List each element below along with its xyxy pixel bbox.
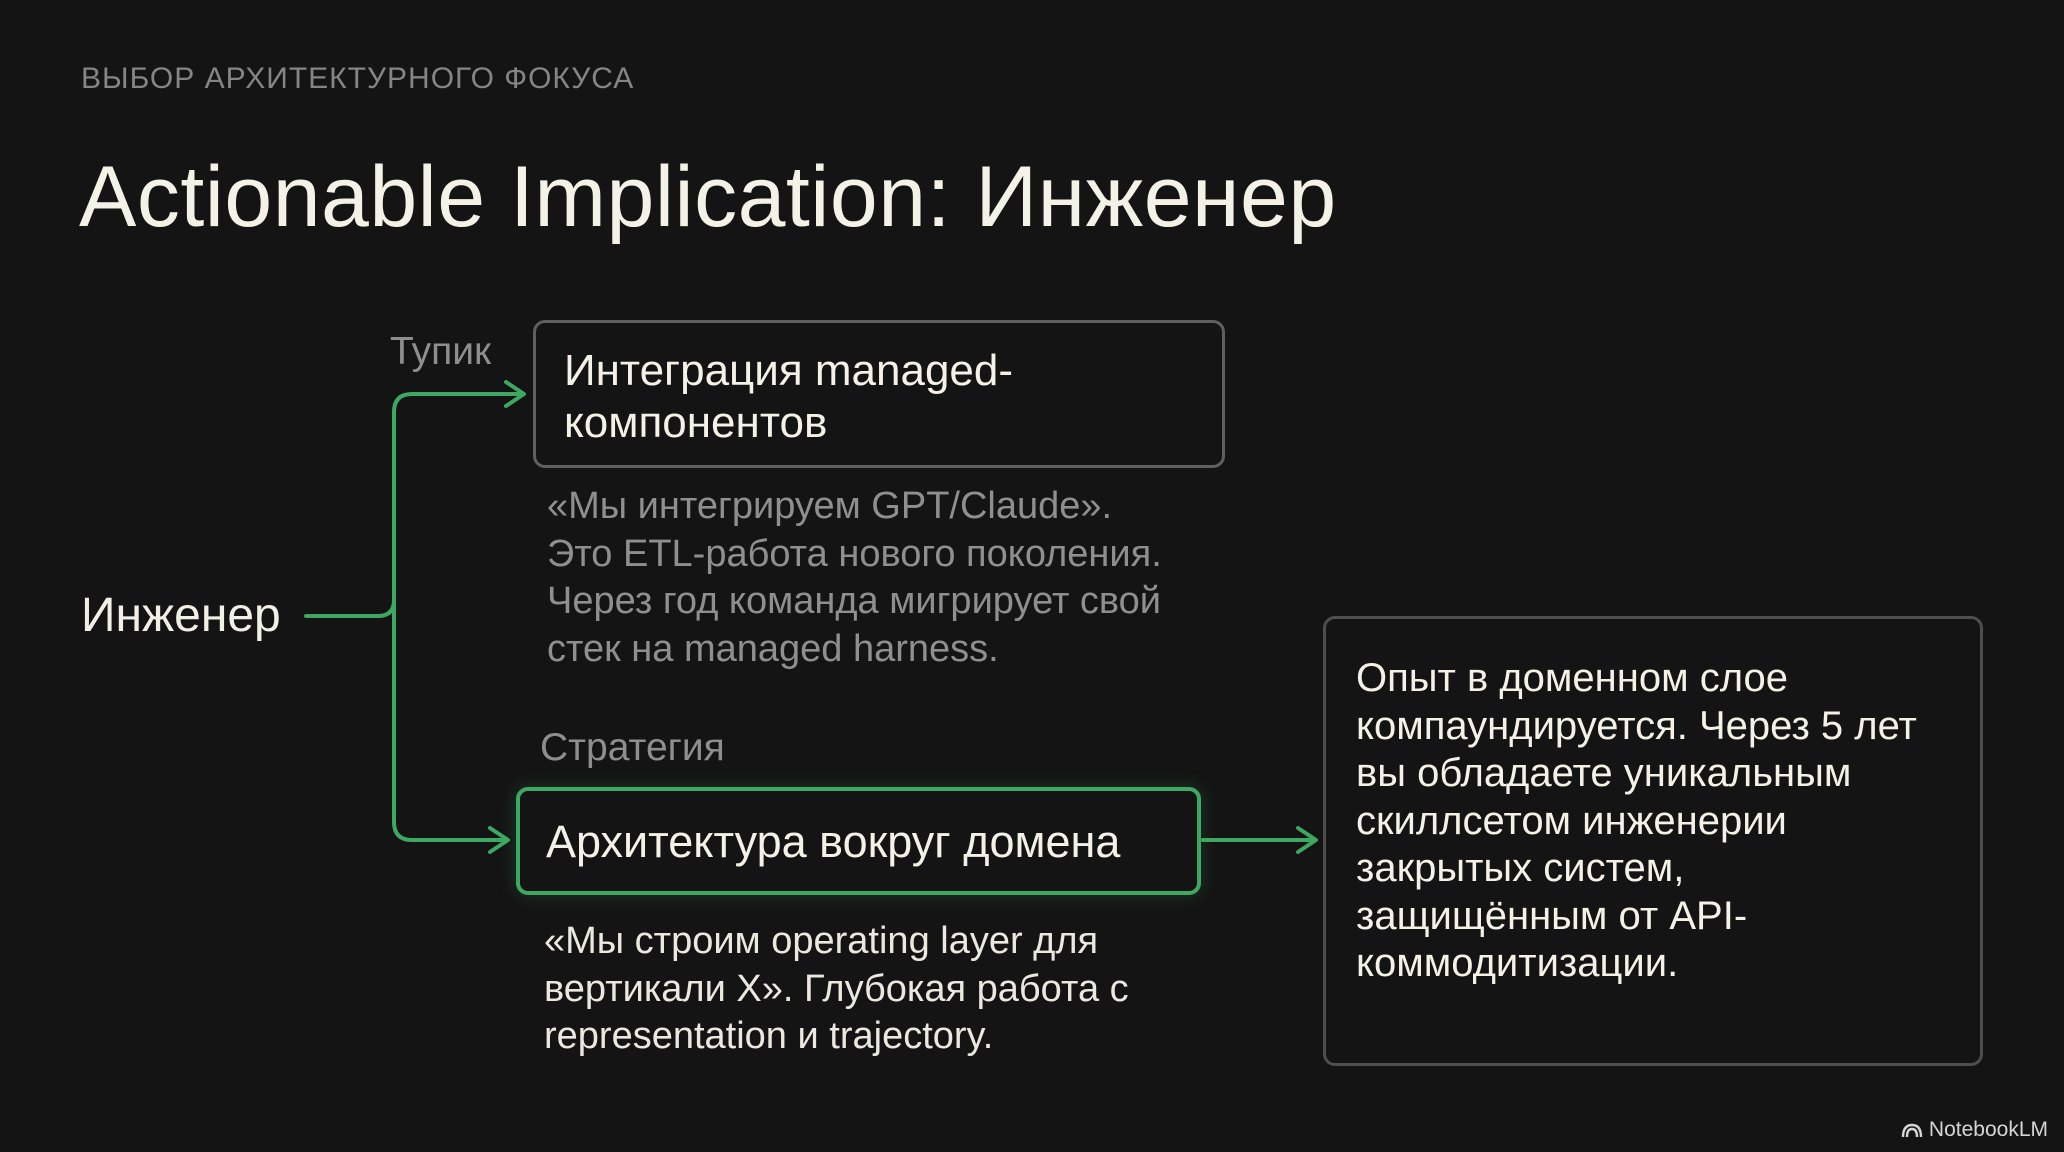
strategy-box: Архитектура вокруг домена — [516, 787, 1201, 895]
slide-title: Actionable Implication: Инженер — [79, 149, 1337, 245]
strategy-box-text: Архитектура вокруг домена — [546, 816, 1121, 867]
root-connector — [304, 598, 396, 618]
notebooklm-logo-icon — [1901, 1123, 1923, 1138]
branch-label-strategy: Стратегия — [540, 726, 725, 769]
outcome-arrowhead — [1296, 826, 1318, 854]
deadend-box-text: Интеграция managed- компонентов — [564, 346, 1014, 447]
slide-eyebrow: ВЫБОР АРХИТЕКТУРНОГО ФОКУСА — [81, 62, 635, 95]
outcome-box-text: Опыт в доменном слое компаундируется. Че… — [1356, 656, 1917, 985]
branch-up-arrowhead — [504, 380, 526, 408]
branch-up-connector — [392, 392, 522, 634]
branch-down-arrowhead — [488, 826, 510, 854]
deadend-description: «Мы интегрируем GPT/Claude». Это ETL-раб… — [547, 485, 1162, 670]
branding-name: NotebookLM — [1928, 1118, 2048, 1141]
root-node-engineer: Инженер — [81, 589, 281, 642]
strategy-description: «Мы строим operating layer для вертикали… — [544, 920, 1129, 1057]
outcome-box: Опыт в доменном слое компаундируется. Че… — [1323, 616, 1983, 1066]
branch-down-connector — [392, 598, 506, 842]
branch-label-deadend: Тупик — [390, 330, 492, 373]
deadend-box: Интеграция managed- компонентов — [533, 320, 1225, 468]
branding: NotebookLM — [1901, 1118, 2048, 1142]
